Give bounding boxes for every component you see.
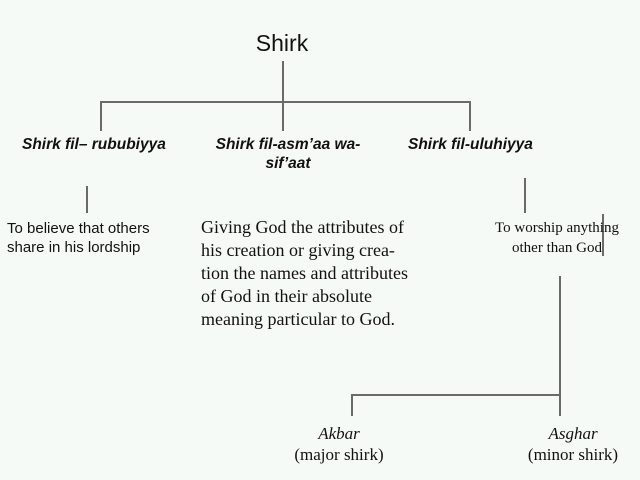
category-title-rububiyya: Shirk fil– rububiyya xyxy=(22,136,166,153)
leaf-name: Akbar xyxy=(318,424,360,443)
description-line: share in his lordship xyxy=(7,239,141,256)
root-node-shirk: Shirk xyxy=(255,30,309,56)
connector-uluhiyya-trunk xyxy=(559,276,561,416)
category-title-line: Shirk fil-asm’aa wa- xyxy=(215,136,361,153)
description-line: of God in their absolute xyxy=(201,286,372,306)
description-line: Giving God the attributes of xyxy=(201,217,404,237)
connector-bottom-horizontal xyxy=(351,394,561,396)
description-asmaa-sifaat: Giving God the attributes of his creatio… xyxy=(201,216,408,331)
connector-root-trunk xyxy=(282,61,284,131)
description-line: meaning particular to God. xyxy=(201,309,395,329)
leaf-akbar: Akbar (major shirk) xyxy=(280,423,398,465)
description-line: tion the names and attributes xyxy=(201,263,408,283)
description-line: other than God xyxy=(512,240,602,256)
description-line: To believe that others xyxy=(7,220,150,237)
connector-top-horizontal xyxy=(100,101,471,103)
description-uluhiyya: To worship anything other than God xyxy=(482,218,632,258)
description-line: his creation or giving crea- xyxy=(201,240,395,260)
leaf-gloss: (major shirk) xyxy=(294,445,384,464)
category-title-uluhiyya: Shirk fil-uluhiyya xyxy=(408,136,533,153)
category-title-asmaa-sifaat: Shirk fil-asm’aa wa- sif’aat xyxy=(200,135,376,173)
connector-akbar xyxy=(351,394,353,416)
connector-branch-uluhiyya xyxy=(469,101,471,131)
stray-line xyxy=(602,214,604,256)
category-title-line: sif’aat xyxy=(265,155,311,172)
leaf-asghar: Asghar (minor shirk) xyxy=(515,423,631,465)
description-line: To worship anything xyxy=(495,220,619,236)
connector-branch-rububiyya xyxy=(100,101,102,131)
connector-uluhiyya-desc xyxy=(524,178,526,213)
description-rububiyya: To believe that others share in his lord… xyxy=(7,219,150,257)
leaf-gloss: (minor shirk) xyxy=(527,445,619,464)
leaf-name: Asghar xyxy=(548,424,598,443)
connector-rububiyya-desc xyxy=(86,186,88,213)
